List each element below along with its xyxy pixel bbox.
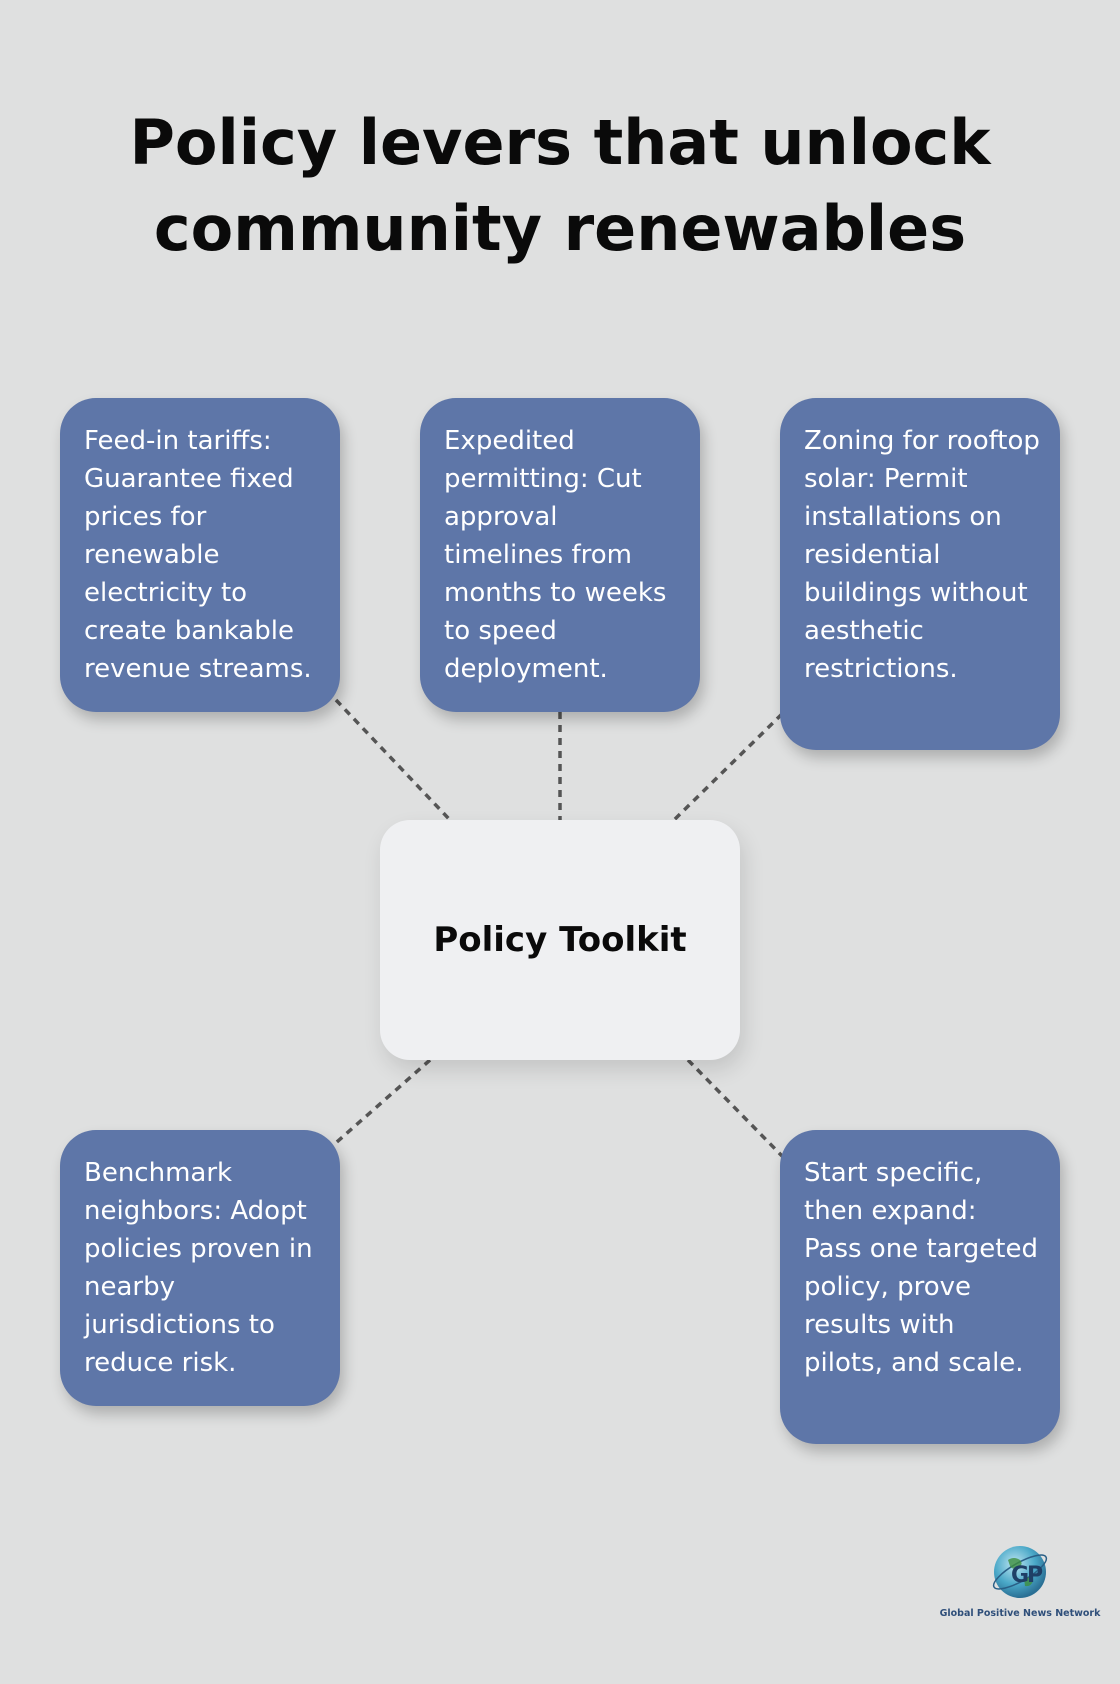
globe-logo-icon: G P	[992, 1546, 1048, 1598]
connector-start-specific	[686, 1058, 786, 1160]
node-benchmark-neighbors-text: Benchmark neighbors: Adopt policies prov…	[84, 1158, 313, 1378]
node-expedited-permitting: Expedited permitting: Cut approval timel…	[420, 398, 700, 712]
node-start-specific-text: Start specific, then expand: Pass one ta…	[804, 1158, 1038, 1378]
title-line-2: community renewables	[153, 192, 967, 265]
svg-text:G: G	[1011, 1563, 1029, 1588]
center-node-label: Policy Toolkit	[433, 920, 687, 960]
svg-text:P: P	[1027, 1563, 1043, 1588]
center-node: Policy Toolkit	[380, 820, 740, 1060]
node-expedited-permitting-text: Expedited permitting: Cut approval timel…	[444, 426, 667, 684]
node-zoning-rooftop-solar: Zoning for rooftop solar: Permit install…	[780, 398, 1060, 750]
page-title: Policy levers that unlock community rene…	[0, 100, 1120, 272]
brand-logo: G P Global Positive News Network	[930, 1540, 1110, 1620]
title-line-1: Policy levers that unlock	[129, 106, 991, 179]
node-feed-in-tariffs-text: Feed-in tariffs: Guarantee fixed prices …	[84, 426, 312, 684]
node-start-specific: Start specific, then expand: Pass one ta…	[780, 1130, 1060, 1444]
node-zoning-rooftop-solar-text: Zoning for rooftop solar: Permit install…	[804, 426, 1040, 684]
connector-zoning-rooftop-solar	[672, 712, 784, 822]
node-feed-in-tariffs: Feed-in tariffs: Guarantee fixed prices …	[60, 398, 340, 712]
connector-feed-in-tariffs	[334, 698, 452, 822]
node-benchmark-neighbors: Benchmark neighbors: Adopt policies prov…	[60, 1130, 340, 1406]
logo-caption: Global Positive News Network	[939, 1608, 1101, 1619]
connector-benchmark-neighbors	[328, 1058, 432, 1150]
